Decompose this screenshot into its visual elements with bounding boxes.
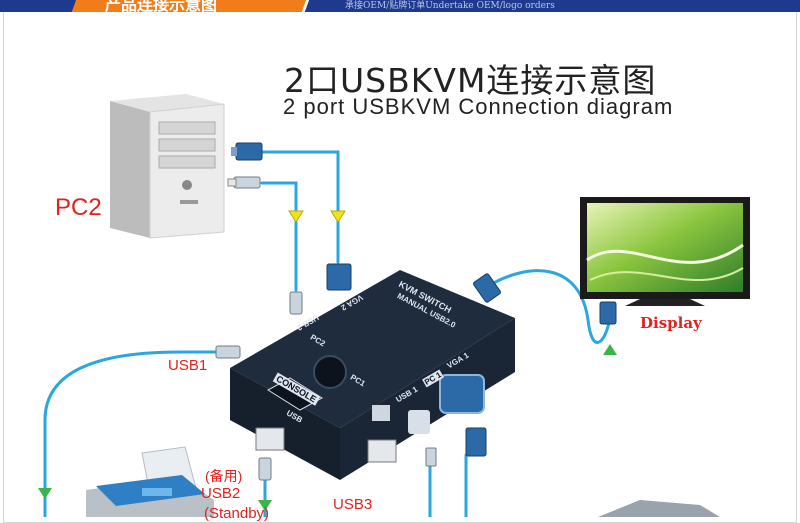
cable-usb1 <box>43 350 230 517</box>
vga-plug-icon <box>599 301 617 325</box>
usb-plug-icon <box>289 291 303 315</box>
banner-subtitle: 承接OEM/贴牌订单Undertake OEM/logo orders <box>345 1 555 11</box>
vga-plug-icon <box>235 142 263 161</box>
label-usb2-standby-en: (Standby) <box>204 505 270 522</box>
label-usb1: USB1 <box>168 357 208 374</box>
diagram-title-en: 2 port USBKVM Connection diagram <box>283 94 674 119</box>
label-pc2: PC2 <box>55 194 102 221</box>
monitor-icon <box>580 197 750 355</box>
vga-plug-icon <box>465 427 487 457</box>
arrow-down-icon <box>38 488 52 499</box>
usb-plug-icon <box>425 447 437 467</box>
cable-pc2-usb <box>260 181 298 292</box>
arrow-down-icon <box>288 210 304 223</box>
label-usb2: USB2 <box>201 485 241 502</box>
arrow-down-icon <box>330 210 346 223</box>
usb-plug-icon <box>215 345 241 359</box>
usb-plug-icon <box>233 176 261 189</box>
usb-plug-icon <box>258 457 272 481</box>
cable-pc2-vga <box>260 150 340 264</box>
pc2-connectors <box>227 142 352 315</box>
label-usb2-standby-cn: (备用) <box>205 468 243 484</box>
cables <box>43 150 612 517</box>
vga-plug-icon <box>473 273 501 303</box>
label-usb3: USB3 <box>333 496 373 513</box>
top-banner: 产品连接示意图 承接OEM/贴牌订单Undertake OEM/logo ord… <box>0 0 800 12</box>
pc-tower-icon <box>110 94 225 239</box>
vga-plug-icon <box>326 263 352 291</box>
diagram-title-cn: 2口USBKVM连接示意图 <box>284 61 657 100</box>
keyboard-icon <box>598 500 720 517</box>
kvm-switch-device <box>230 270 515 480</box>
printer-icon <box>86 446 214 517</box>
arrow-up-icon <box>603 344 617 355</box>
banner-title: 产品连接示意图 <box>105 0 218 12</box>
label-display: Display <box>640 314 702 332</box>
cable-display <box>488 269 612 344</box>
arrow-down-icon <box>258 500 272 511</box>
